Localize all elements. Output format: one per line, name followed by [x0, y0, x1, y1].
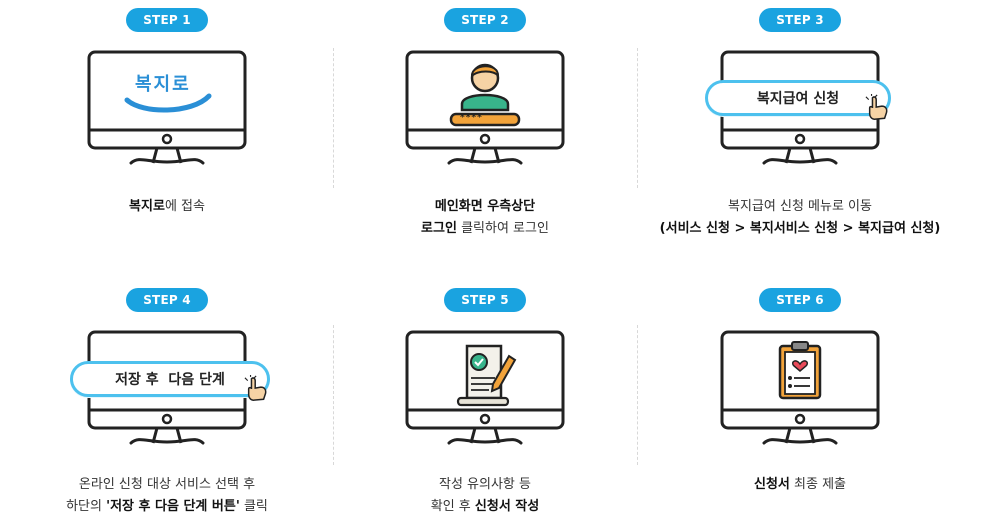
step-caption: 온라인 신청 대상 서비스 선택 후 하단의 '저장 후 다음 단계 버튼' 클…	[66, 477, 268, 514]
hand-pointer-icon	[244, 375, 267, 401]
step-caption: 복지급여 신청 메뉴로 이동 (서비스 신청 > 복지서비스 신청 > 복지급여…	[659, 199, 941, 236]
password-mask: ****	[460, 113, 483, 123]
monitor-icon	[87, 50, 247, 165]
step-caption: 신청서 최종 제출	[754, 477, 846, 492]
monitor-icon	[405, 330, 565, 445]
divider	[637, 325, 638, 465]
step-caption: 복지로에 접속	[129, 199, 205, 214]
apply-welfare-button[interactable]: 복지급여 신청	[705, 80, 891, 116]
step-badge: STEP 1	[126, 8, 208, 32]
step-badge: STEP 5	[444, 288, 526, 312]
step-2: STEP 2 **** 메인화면 우측상단 로그인 클릭하여 로그인	[330, 8, 640, 258]
step-badge: STEP 6	[759, 288, 841, 312]
step-6: STEP 6 신청서 최종 제출	[645, 288, 955, 527]
monitor-icon	[720, 330, 880, 445]
step-badge: STEP 3	[759, 8, 841, 32]
step-5: STEP 5 작성 유의사항 등 확인 후 신청서 작성	[330, 288, 640, 527]
save-next-step-button[interactable]: 저장 후 다음 단계	[70, 361, 270, 397]
divider	[333, 325, 334, 465]
step-badge: STEP 2	[444, 8, 526, 32]
hand-pointer-icon	[865, 94, 888, 120]
step-badge: STEP 4	[126, 288, 208, 312]
step-caption: 작성 유의사항 등 확인 후 신청서 작성	[430, 477, 540, 514]
step-3: STEP 3 복지급여 신청 복지급여 신청 메뉴로 이동 (서비스 신청 > …	[645, 8, 955, 258]
step-4: STEP 4 저장 후 다음 단계 온라인 신청 대상 서비스 선택 후 하단의…	[12, 288, 322, 527]
step-1: STEP 1 복지로 복지로에 접속	[12, 8, 322, 258]
monitor-icon	[405, 50, 565, 165]
divider	[333, 48, 334, 188]
divider	[637, 48, 638, 188]
step-caption: 메인화면 우측상단 로그인 클릭하여 로그인	[421, 199, 549, 236]
bokjiro-logo: 복지로	[135, 74, 191, 95]
